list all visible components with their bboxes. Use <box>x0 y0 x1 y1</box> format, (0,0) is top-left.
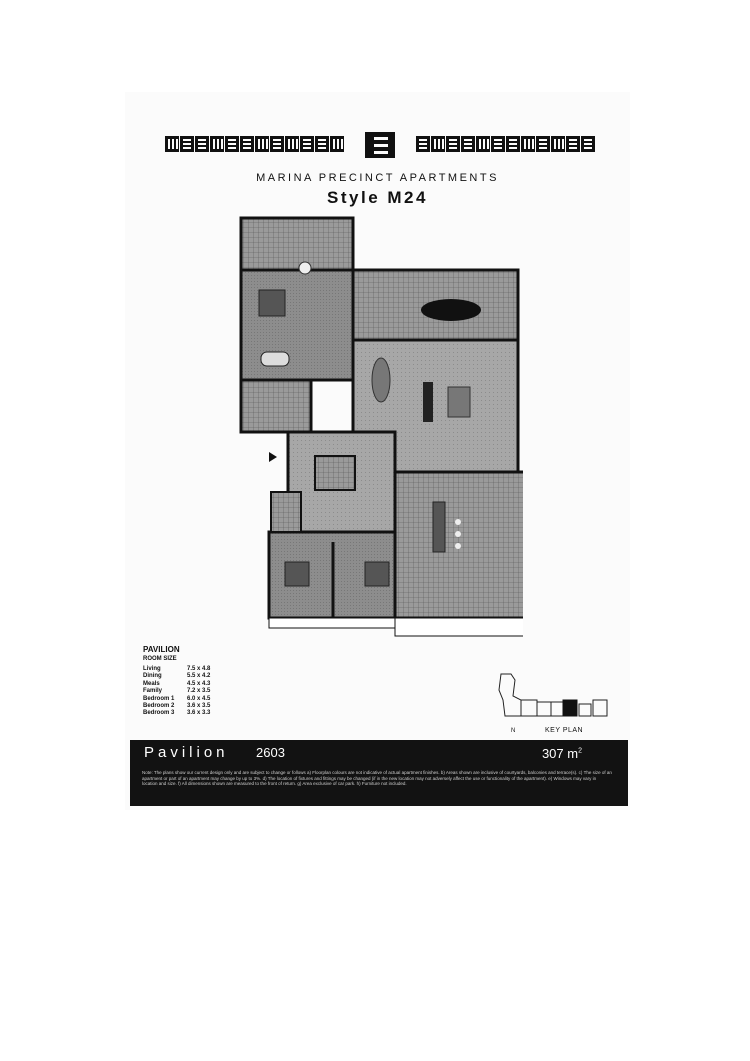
key-plan-label: KEY PLAN <box>545 727 584 734</box>
sofa-icon <box>423 382 433 422</box>
entry-hall-area <box>286 430 397 534</box>
outdoor-dining-table-icon <box>421 299 481 321</box>
bed-3-icon <box>364 561 390 587</box>
ensuite-area <box>239 378 313 434</box>
logo-mark-icon <box>365 132 395 158</box>
room-size-heading: PAVILION <box>143 645 180 654</box>
bedroom-1-area <box>239 268 355 382</box>
bed-2-icon <box>284 561 310 587</box>
development-subtitle: MARINA PRECINCT APARTMENTS <box>256 172 499 184</box>
key-plan-diagram <box>498 673 608 717</box>
bath-icon <box>260 351 290 367</box>
apartment-area: 307 m2 <box>541 746 582 761</box>
floor-plan-drawing <box>239 216 523 637</box>
apartment-unit-number: 2603 <box>256 745 285 760</box>
kitchen-island-icon <box>432 501 446 553</box>
floor-plan-sheet: MARINA PRECINCT APARTMENTS Style M24 <box>125 92 630 810</box>
dining-table-icon <box>371 357 391 403</box>
entry-arrow-icon <box>269 452 277 462</box>
brand-logo <box>165 132 595 158</box>
room-size-subheading: ROOM SIZE <box>143 656 177 662</box>
bed-1-icon <box>258 289 286 317</box>
north-arrow-icon: N <box>511 728 516 734</box>
brand-pattern-left <box>165 136 344 152</box>
disclaimer-note: Note: The plans show our current design … <box>142 770 612 787</box>
key-plan-highlight <box>562 699 578 717</box>
terrace-top-left <box>239 216 355 272</box>
apartment-name: Pavilion <box>144 744 229 761</box>
footer-bar: Pavilion 2603 307 m2 Note: The plans sho… <box>130 740 628 806</box>
brand-pattern-right <box>416 136 595 152</box>
style-title: Style M24 <box>327 188 428 207</box>
